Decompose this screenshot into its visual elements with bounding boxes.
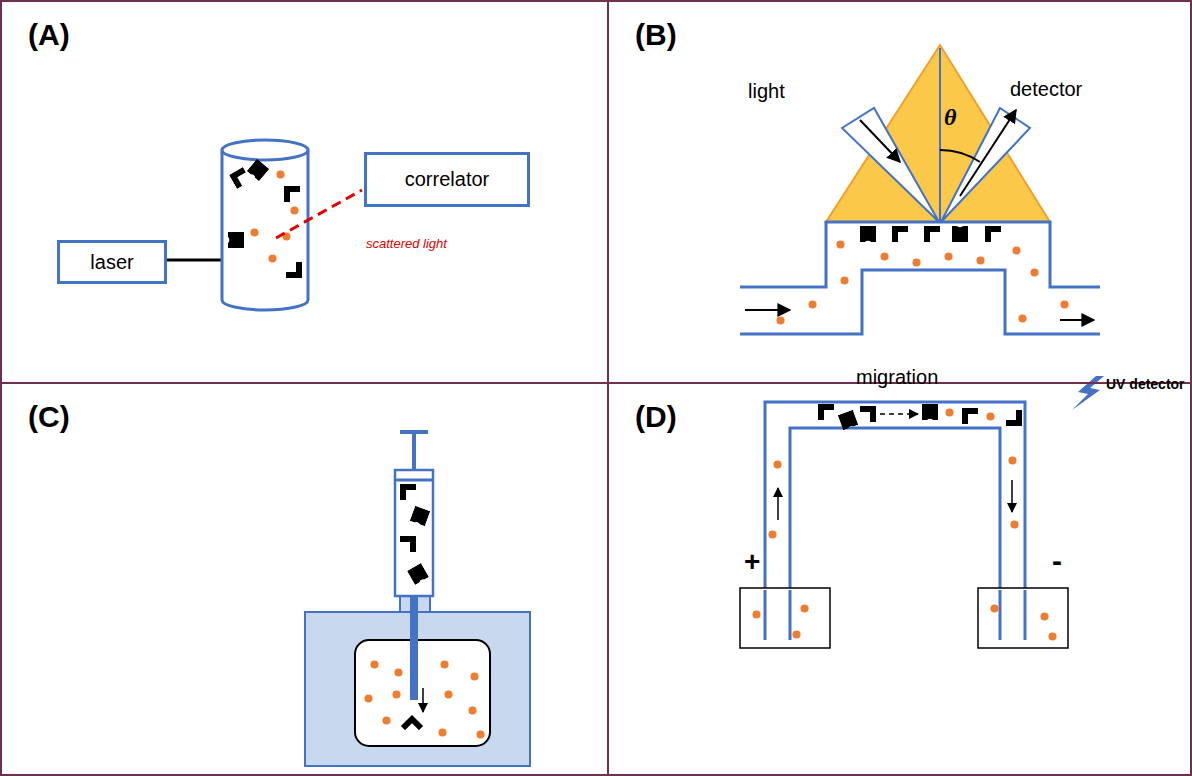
detector-label: UV detector [1106, 376, 1185, 392]
panel-label: (A) [28, 18, 70, 52]
note-label: scattered light [366, 236, 447, 251]
box-label: correlator [405, 168, 489, 191]
device-box: laser [57, 240, 167, 284]
detector-label: detector [1010, 78, 1082, 101]
panel-frame: (D) [607, 382, 1192, 776]
polarity-sign: - [1052, 544, 1062, 578]
polarity-sign: + [744, 546, 760, 578]
panel-label: (B) [635, 18, 677, 52]
box-label: laser [90, 251, 133, 274]
light-label: light [748, 80, 785, 103]
panel-frame: (B) [607, 0, 1192, 384]
panel-label: (D) [635, 400, 677, 434]
device-box: correlator [364, 152, 530, 207]
migration-label: migration [856, 366, 938, 389]
panel-frame: (A) laser correlator [0, 0, 609, 384]
angle-symbol: θ [944, 104, 956, 131]
panel-frame: (C) [0, 382, 609, 776]
panel-label: (C) [28, 400, 70, 434]
